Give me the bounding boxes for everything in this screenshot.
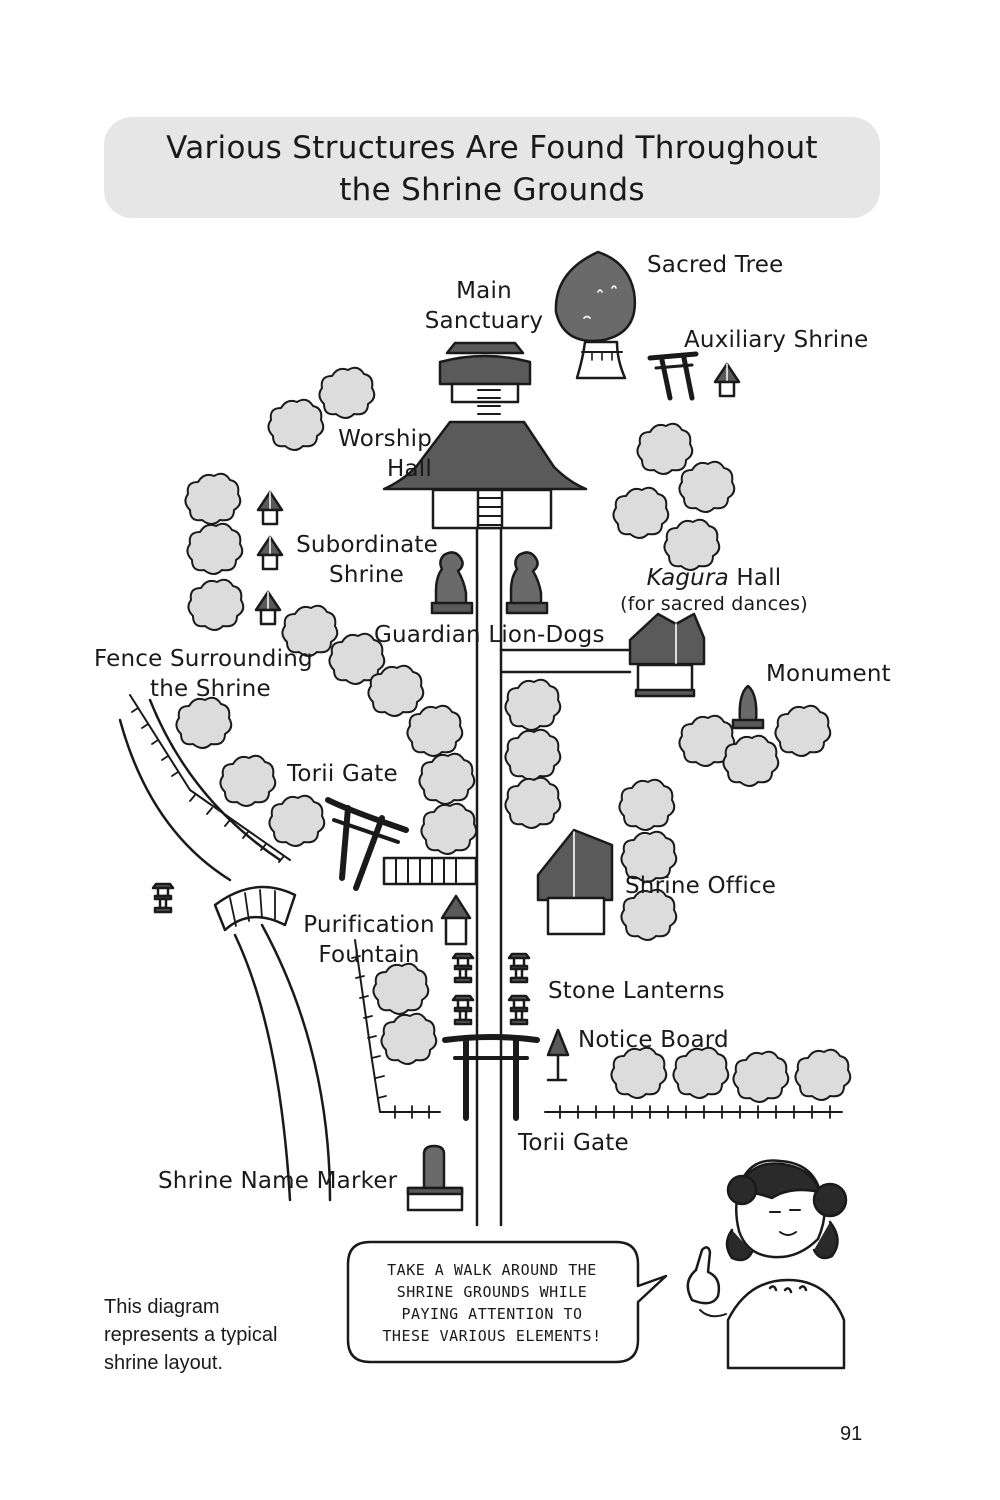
page-title-line-1: Various Structures Are Found Throughout [166,130,818,166]
shrine-name-marker-icon [406,1144,464,1212]
label-shrine-name-marker: Shrine Name Marker [158,1168,398,1194]
monument-icon [731,684,765,730]
label-monument: Monument [766,661,891,687]
lion-dog-icon [430,551,474,615]
label-sacred-tree: Sacred Tree [647,252,784,278]
stone-lantern-icon [451,952,475,984]
stone-lantern-icon [507,994,531,1026]
page-number: 91 [840,1423,863,1445]
page-title-line-2: the Shrine Grounds [339,172,645,208]
label-guardian-lion-dogs: Guardian Lion-Dogs [374,622,605,648]
label-shrine-office: Shrine Office [625,873,777,899]
label-kagura-hall: Kagura Hall (for sacred dances) [620,565,808,615]
sacred-tree-icon [554,250,637,380]
stone-lantern-icon [507,952,531,984]
title-banner: Various Structures Are Found Throughout … [104,117,880,218]
purification-fountain-icon [440,894,472,946]
inner-torii-icon [325,797,409,891]
label-torii-gate-outer: Torii Gate [518,1130,629,1156]
shrine-office-icon [536,828,614,936]
lion-dog-icon [505,551,549,615]
label-notice-board: Notice Board [578,1027,729,1053]
speech-bubble [346,1240,668,1364]
outer-torii-icon [442,1034,540,1121]
stone-lantern-icon [451,994,475,1026]
subordinate-shrine-icon [256,490,284,526]
label-auxiliary-shrine: Auxiliary Shrine [684,327,869,353]
girl-character-icon [686,1159,848,1370]
notice-board-icon [546,1028,570,1082]
worship-hall-icon [382,420,588,530]
label-torii-gate-inner: Torii Gate [287,761,398,787]
label-stone-lanterns: Stone Lanterns [548,978,725,1004]
stone-lantern-icon [151,882,175,914]
subordinate-shrine-icon [256,535,284,571]
auxiliary-torii-icon [647,351,699,401]
kagura-hall-icon [628,612,706,698]
main-sanctuary-icon [438,341,532,415]
auxiliary-shrine-icon [713,362,741,398]
subordinate-shrine-icon [254,590,282,626]
